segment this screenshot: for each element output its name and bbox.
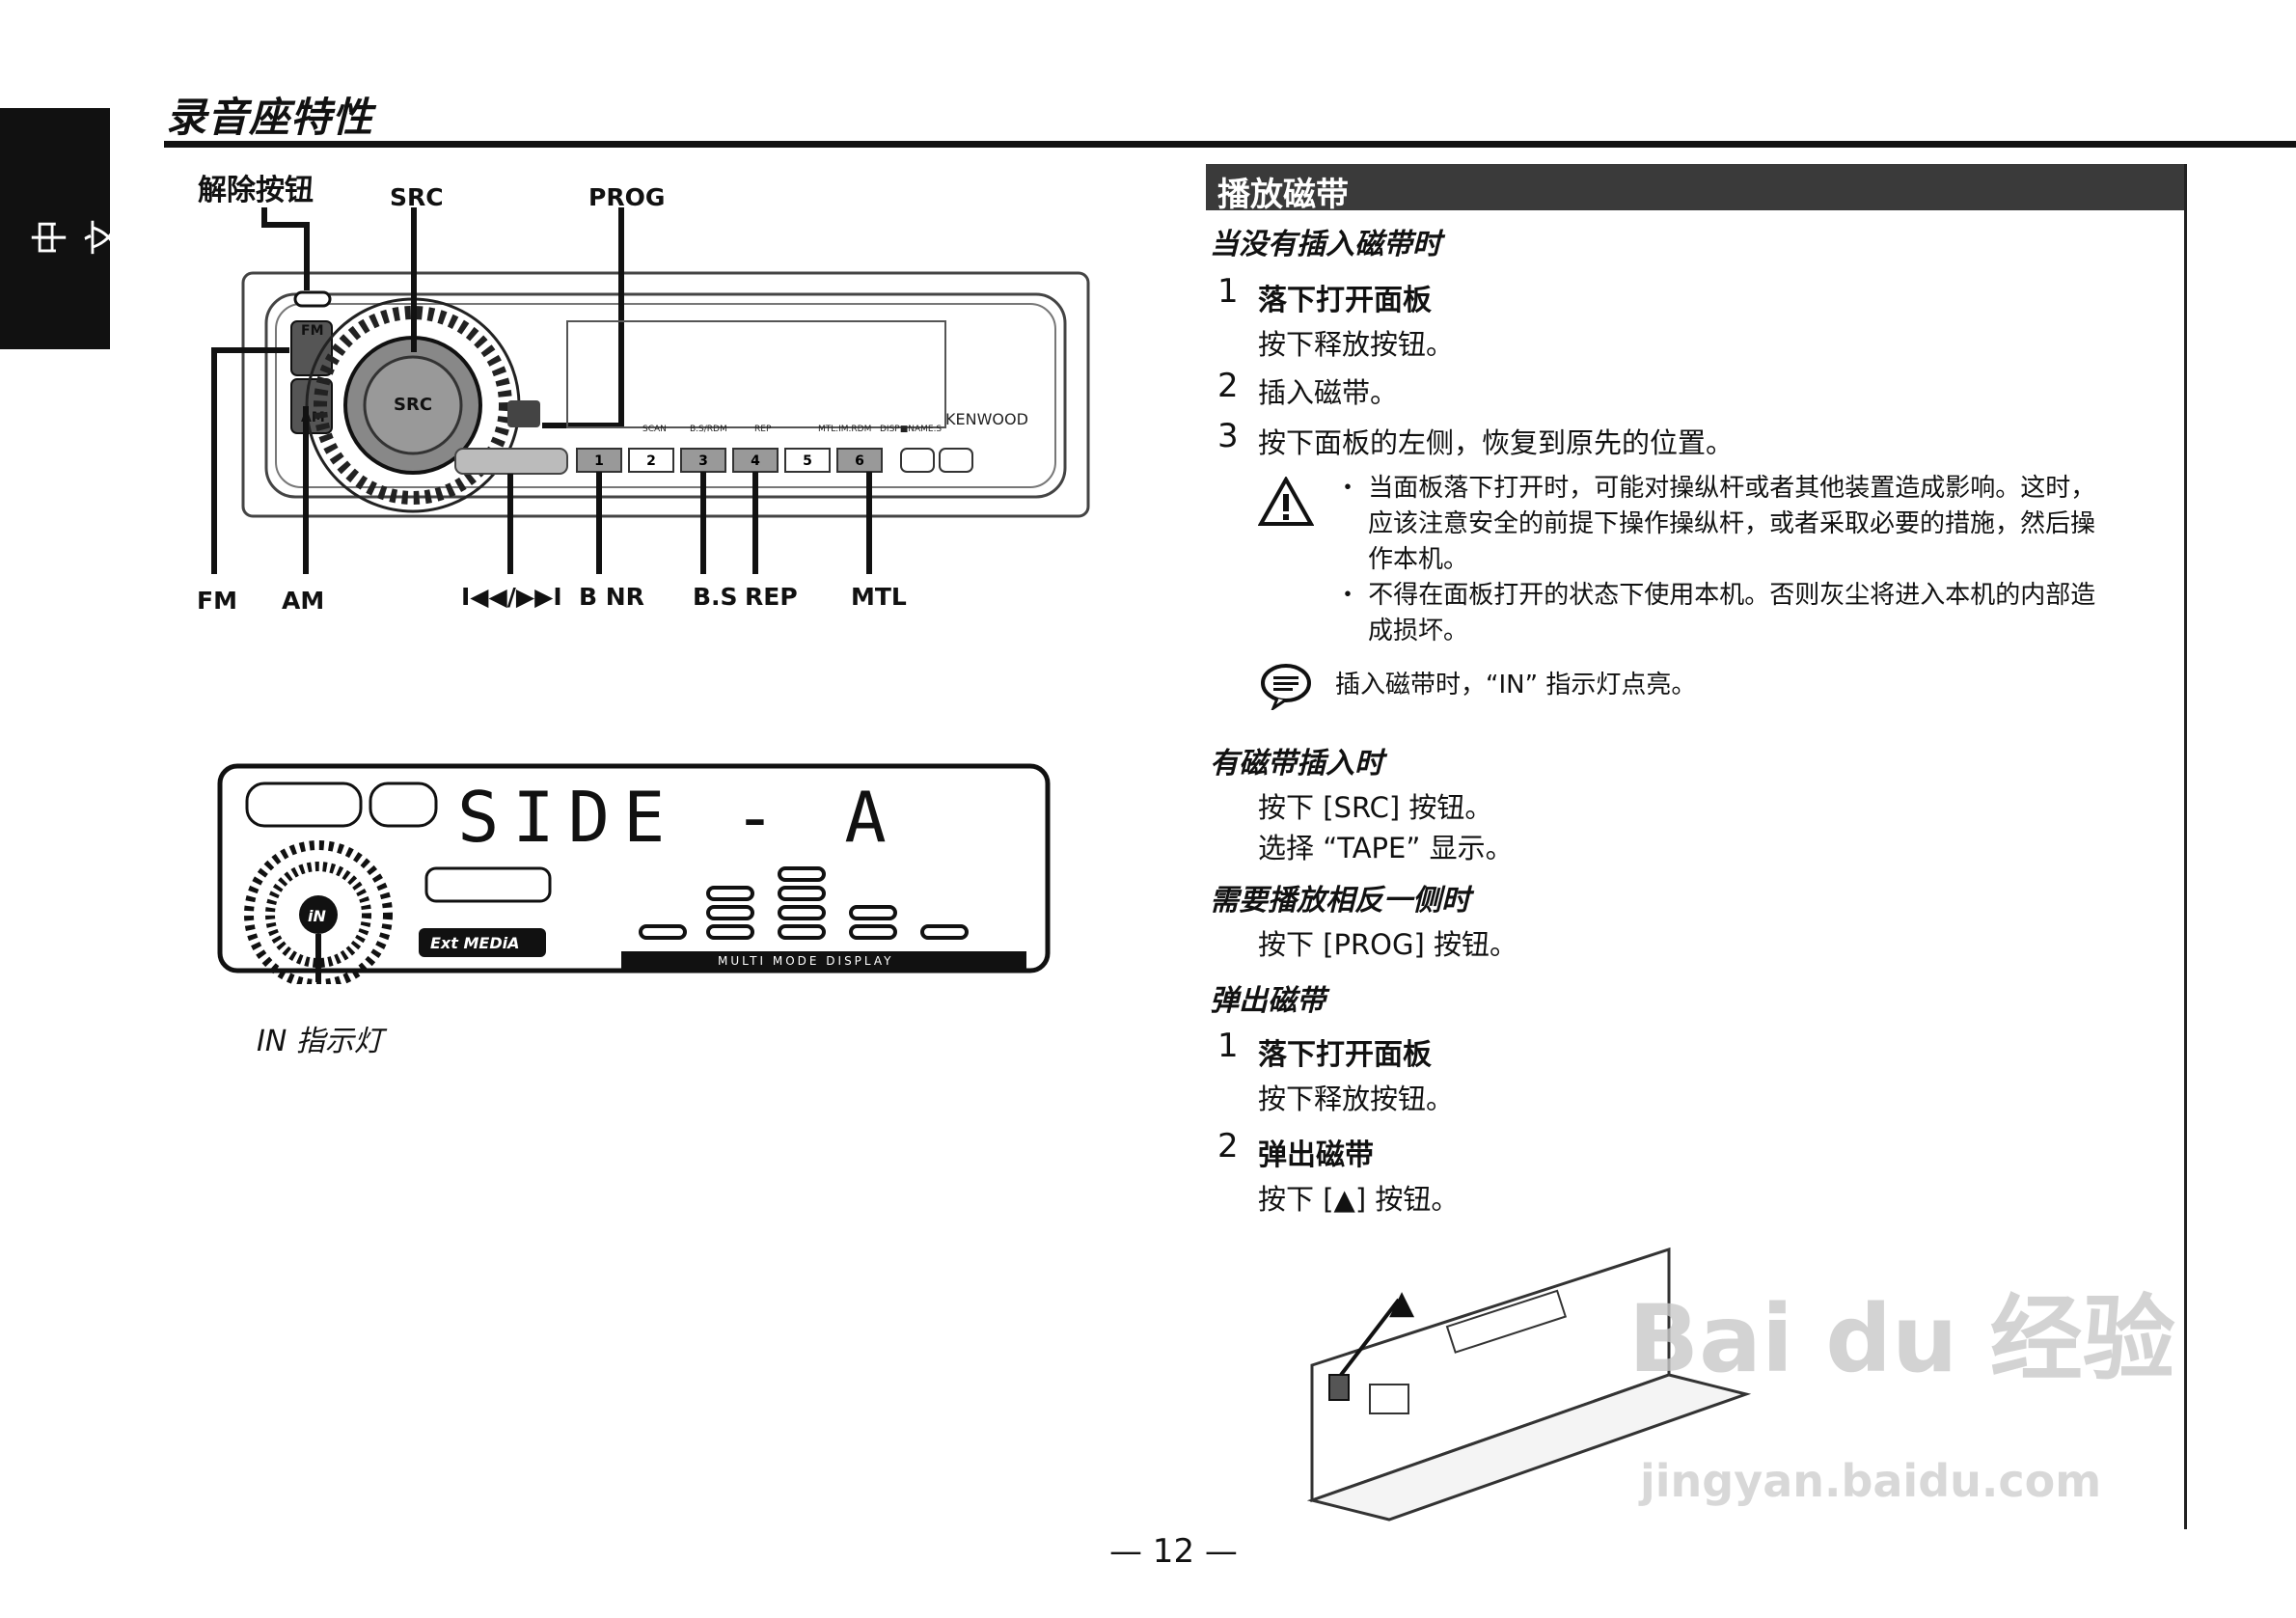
tape-in-heading: 有磁带插入时 [1210, 747, 1383, 781]
prog-label: PROG [588, 183, 666, 211]
step-title: 弹出磁带 [1258, 1138, 1374, 1172]
warning-line: ・ 不得在面板打开的状态下使用本机。否则灰尘将进入本机的内部造 [1335, 581, 2096, 610]
step-desc: 按下释放按钮。 [1258, 328, 1455, 361]
mtl-label: MTL [851, 583, 907, 611]
language-label: 中 文 [29, 218, 124, 256]
reverse-heading: 需要播放相反一侧时 [1210, 884, 1470, 918]
step-title: 落下打开面板 [1258, 284, 1432, 317]
page-title: 录音座特性 [166, 94, 374, 141]
bs-label: B.S [693, 583, 738, 611]
watermark-logo: Bai du 经验 [1628, 1285, 2175, 1393]
reverse-line: 按下 [PROG] 按钮。 [1258, 928, 1518, 961]
step-number: 3 [1217, 417, 1239, 455]
section-title-bar: 播放磁带 [1206, 164, 2186, 214]
step-desc: 按下 [▲] 按钮。 [1258, 1183, 1460, 1216]
step-title: 落下打开面板 [1258, 1038, 1432, 1072]
lcd-main-text: SIDE - A [457, 777, 900, 858]
unit-top-label: MTL.IM.RDM [818, 425, 871, 434]
header-rule [164, 141, 2296, 148]
step-title: 插入磁带。 [1258, 376, 1399, 409]
warning-line: 应该注意安全的前提下操作操纵杆，或者采取必要的措施，然后操 [1368, 509, 2096, 538]
preset-key-5: 5 [803, 453, 812, 469]
page-number: — 12 — [1109, 1532, 1238, 1571]
unit-top-label: DISP■NAME.S [880, 425, 942, 434]
warning-line: 成损坏。 [1368, 617, 1469, 645]
right-column-rule [2184, 164, 2187, 1529]
preset-key-1: 1 [594, 453, 604, 469]
no-tape-heading: 当没有插入磁带时 [1210, 228, 1441, 261]
unit-fm-text: FM [301, 323, 324, 339]
fm-label: FM [197, 587, 237, 615]
section-title: 播放磁带 [1217, 176, 1349, 214]
tape-in-line: 按下 [SRC] 按钮。 [1258, 791, 1493, 824]
warning-line: 作本机。 [1368, 545, 1469, 574]
note-bubble-icon [1261, 664, 1311, 710]
unit-brand-text: KENWOOD [945, 410, 1028, 428]
rep-label: REP [745, 583, 798, 611]
preset-key-2: 2 [646, 453, 656, 469]
watermark-url: jingyan.baidu.com [1640, 1455, 2102, 1507]
in-indicator-text: iN [308, 907, 326, 925]
step-number: 2 [1217, 1127, 1239, 1166]
release-button-label: 解除按钮 [198, 174, 314, 207]
language-tab: 中 文 [0, 108, 124, 349]
step-number: 1 [1217, 272, 1239, 311]
unit-top-label: SCAN [642, 425, 667, 434]
unit-top-label: B.S/RDM [690, 425, 727, 434]
preset-key-6: 6 [855, 453, 864, 469]
lcd-display-illustration: SIDE - A iN Ext MEDiA MULTI MODE DISPLAY [217, 763, 1051, 984]
ext-media-text: Ext MEDiA [430, 934, 519, 952]
in-indicator-caption: IN 指示灯 [257, 1025, 383, 1058]
am-label: AM [282, 587, 325, 615]
tape-in-line: 选择 “TAPE” 显示。 [1258, 832, 1514, 864]
eject-heading: 弹出磁带 [1210, 984, 1326, 1018]
unit-top-label: REP [754, 425, 772, 434]
step-desc: 按下释放按钮。 [1258, 1083, 1455, 1115]
tip-text: 插入磁带时，“IN” 指示灯点亮。 [1335, 671, 1697, 699]
track-buttons-label: I◀◀/▶▶I [461, 583, 562, 611]
step-title: 按下面板的左侧，恢复到原先的位置。 [1258, 426, 1735, 459]
eject-symbol: ▲ [1389, 1283, 1415, 1322]
unit-src-text: SRC [394, 395, 432, 415]
warning-icon [1258, 477, 1314, 526]
warning-line: ・ 当面板落下打开时，可能对操纵杆或者其他装置造成影响。这时， [1335, 474, 2096, 503]
eject-panel-illustration [1306, 1247, 1752, 1522]
step-number: 1 [1217, 1027, 1239, 1065]
bnr-label: B NR [579, 583, 644, 611]
multi-mode-text: MULTI MODE DISPLAY [718, 954, 894, 968]
preset-key-4: 4 [751, 453, 760, 469]
step-number: 2 [1217, 367, 1239, 405]
preset-key-3: 3 [698, 453, 708, 469]
head-unit-illustration: FM AM SRC KENWOOD SCAN B.S/RDM REP MTL.I… [211, 207, 1090, 574]
